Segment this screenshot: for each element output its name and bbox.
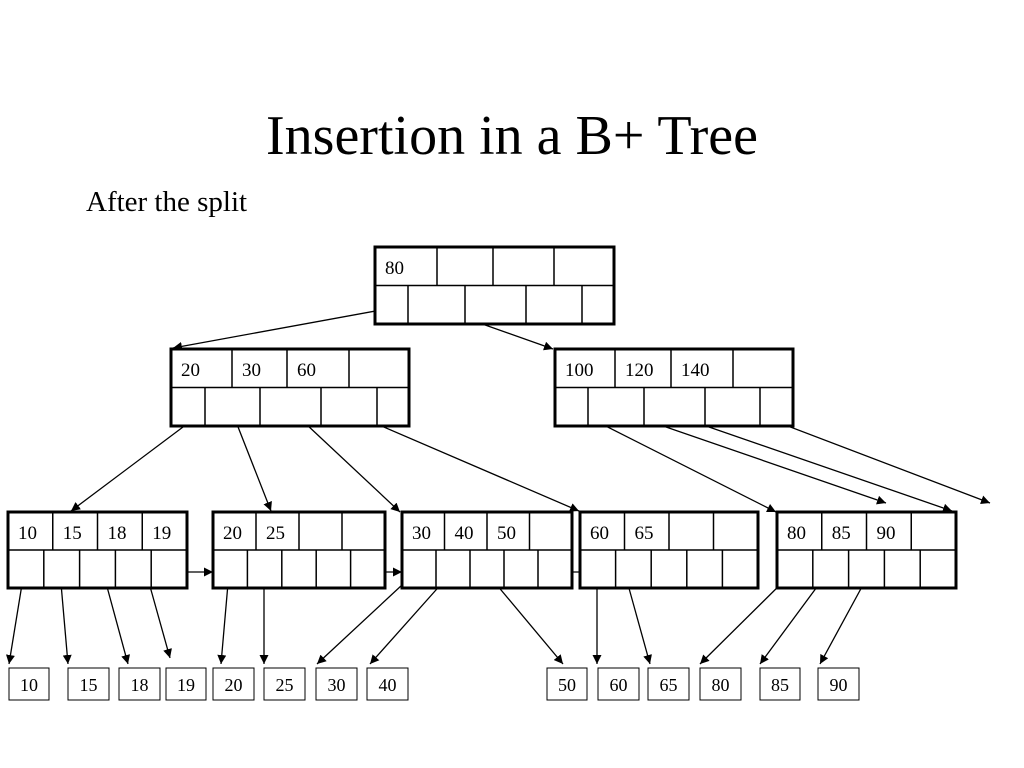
record-box: 65	[647, 667, 690, 701]
record-border	[546, 667, 588, 701]
node-key: 60	[590, 523, 609, 544]
record-border	[118, 667, 161, 701]
pointer-arrow	[172, 307, 393, 351]
record-value: 60	[610, 675, 628, 695]
pointer-arrow	[70, 423, 188, 512]
slide-subtitle: After the split	[86, 186, 248, 218]
node-key: 120	[625, 360, 654, 381]
record-value: 10	[20, 675, 38, 695]
root-node: 80	[373, 245, 616, 326]
pointer-arrow	[316, 571, 417, 665]
record-box: 25	[263, 667, 306, 701]
pointer-arrows	[6, 307, 991, 665]
record-value: 80	[712, 675, 730, 695]
node-key: 85	[832, 523, 851, 544]
node-key: 19	[152, 523, 171, 544]
record-box: 18	[118, 667, 161, 701]
record-box: 90	[817, 667, 860, 701]
slide-title: Insertion in a B+ Tree	[266, 105, 758, 167]
node-key: 25	[266, 523, 285, 544]
record-value: 20	[225, 675, 243, 695]
record-border	[263, 667, 306, 701]
record-border	[165, 667, 207, 701]
internal-node: 100 120 140	[553, 347, 795, 428]
node-key: 40	[455, 523, 474, 544]
record-value: 15	[80, 675, 98, 695]
record-box: 20	[212, 667, 255, 701]
record-value: 19	[177, 675, 195, 695]
leaf-node: 80 85 90	[775, 510, 958, 590]
record-box: 40	[366, 667, 409, 701]
node-key: 60	[297, 360, 316, 381]
node-key: 80	[385, 258, 404, 279]
leaf-node: 10 15 18 19	[6, 510, 189, 590]
record-value: 25	[276, 675, 294, 695]
node-key: 50	[497, 523, 516, 544]
pointer-arrow	[682, 417, 953, 513]
node-key: 80	[787, 523, 806, 544]
record-value: 30	[328, 675, 346, 695]
record-border	[647, 667, 690, 701]
node-key: 140	[681, 360, 710, 381]
leaf-node: 60 65	[578, 510, 760, 590]
node-key: 15	[63, 523, 82, 544]
node-key: 65	[635, 523, 654, 544]
record-border	[67, 667, 110, 701]
record-value: 85	[771, 675, 789, 695]
record-box: 60	[597, 667, 640, 701]
node-key: 90	[877, 523, 896, 544]
record-border	[212, 667, 255, 701]
record-value: 90	[830, 675, 848, 695]
record-box: 50	[546, 667, 588, 701]
record-border	[597, 667, 640, 701]
leaf-node: 30 40 50	[400, 510, 574, 590]
record-border	[759, 667, 801, 701]
record-value: 40	[379, 675, 397, 695]
record-value: 50	[558, 675, 576, 695]
record-value: 65	[660, 675, 678, 695]
record-box: 30	[315, 667, 358, 701]
internal-node: 20 30 60	[169, 347, 411, 428]
node-key: 10	[18, 523, 37, 544]
record-boxes: 10 15 18 19 20 25 30 40 50 60 65 80 85 90	[8, 667, 860, 701]
node-key: 20	[223, 523, 242, 544]
record-border	[315, 667, 358, 701]
node-key: 30	[412, 523, 431, 544]
record-box: 15	[67, 667, 110, 701]
record-border	[817, 667, 860, 701]
record-box: 10	[8, 667, 50, 701]
record-box: 19	[165, 667, 207, 701]
record-border	[366, 667, 409, 701]
node-key: 20	[181, 360, 200, 381]
node-key: 30	[242, 360, 261, 381]
record-box: 85	[759, 667, 801, 701]
record-border	[8, 667, 50, 701]
node-key: 100	[565, 360, 594, 381]
record-value: 18	[131, 675, 149, 695]
node-key: 18	[108, 523, 127, 544]
record-border	[699, 667, 742, 701]
record-box: 80	[699, 667, 742, 701]
